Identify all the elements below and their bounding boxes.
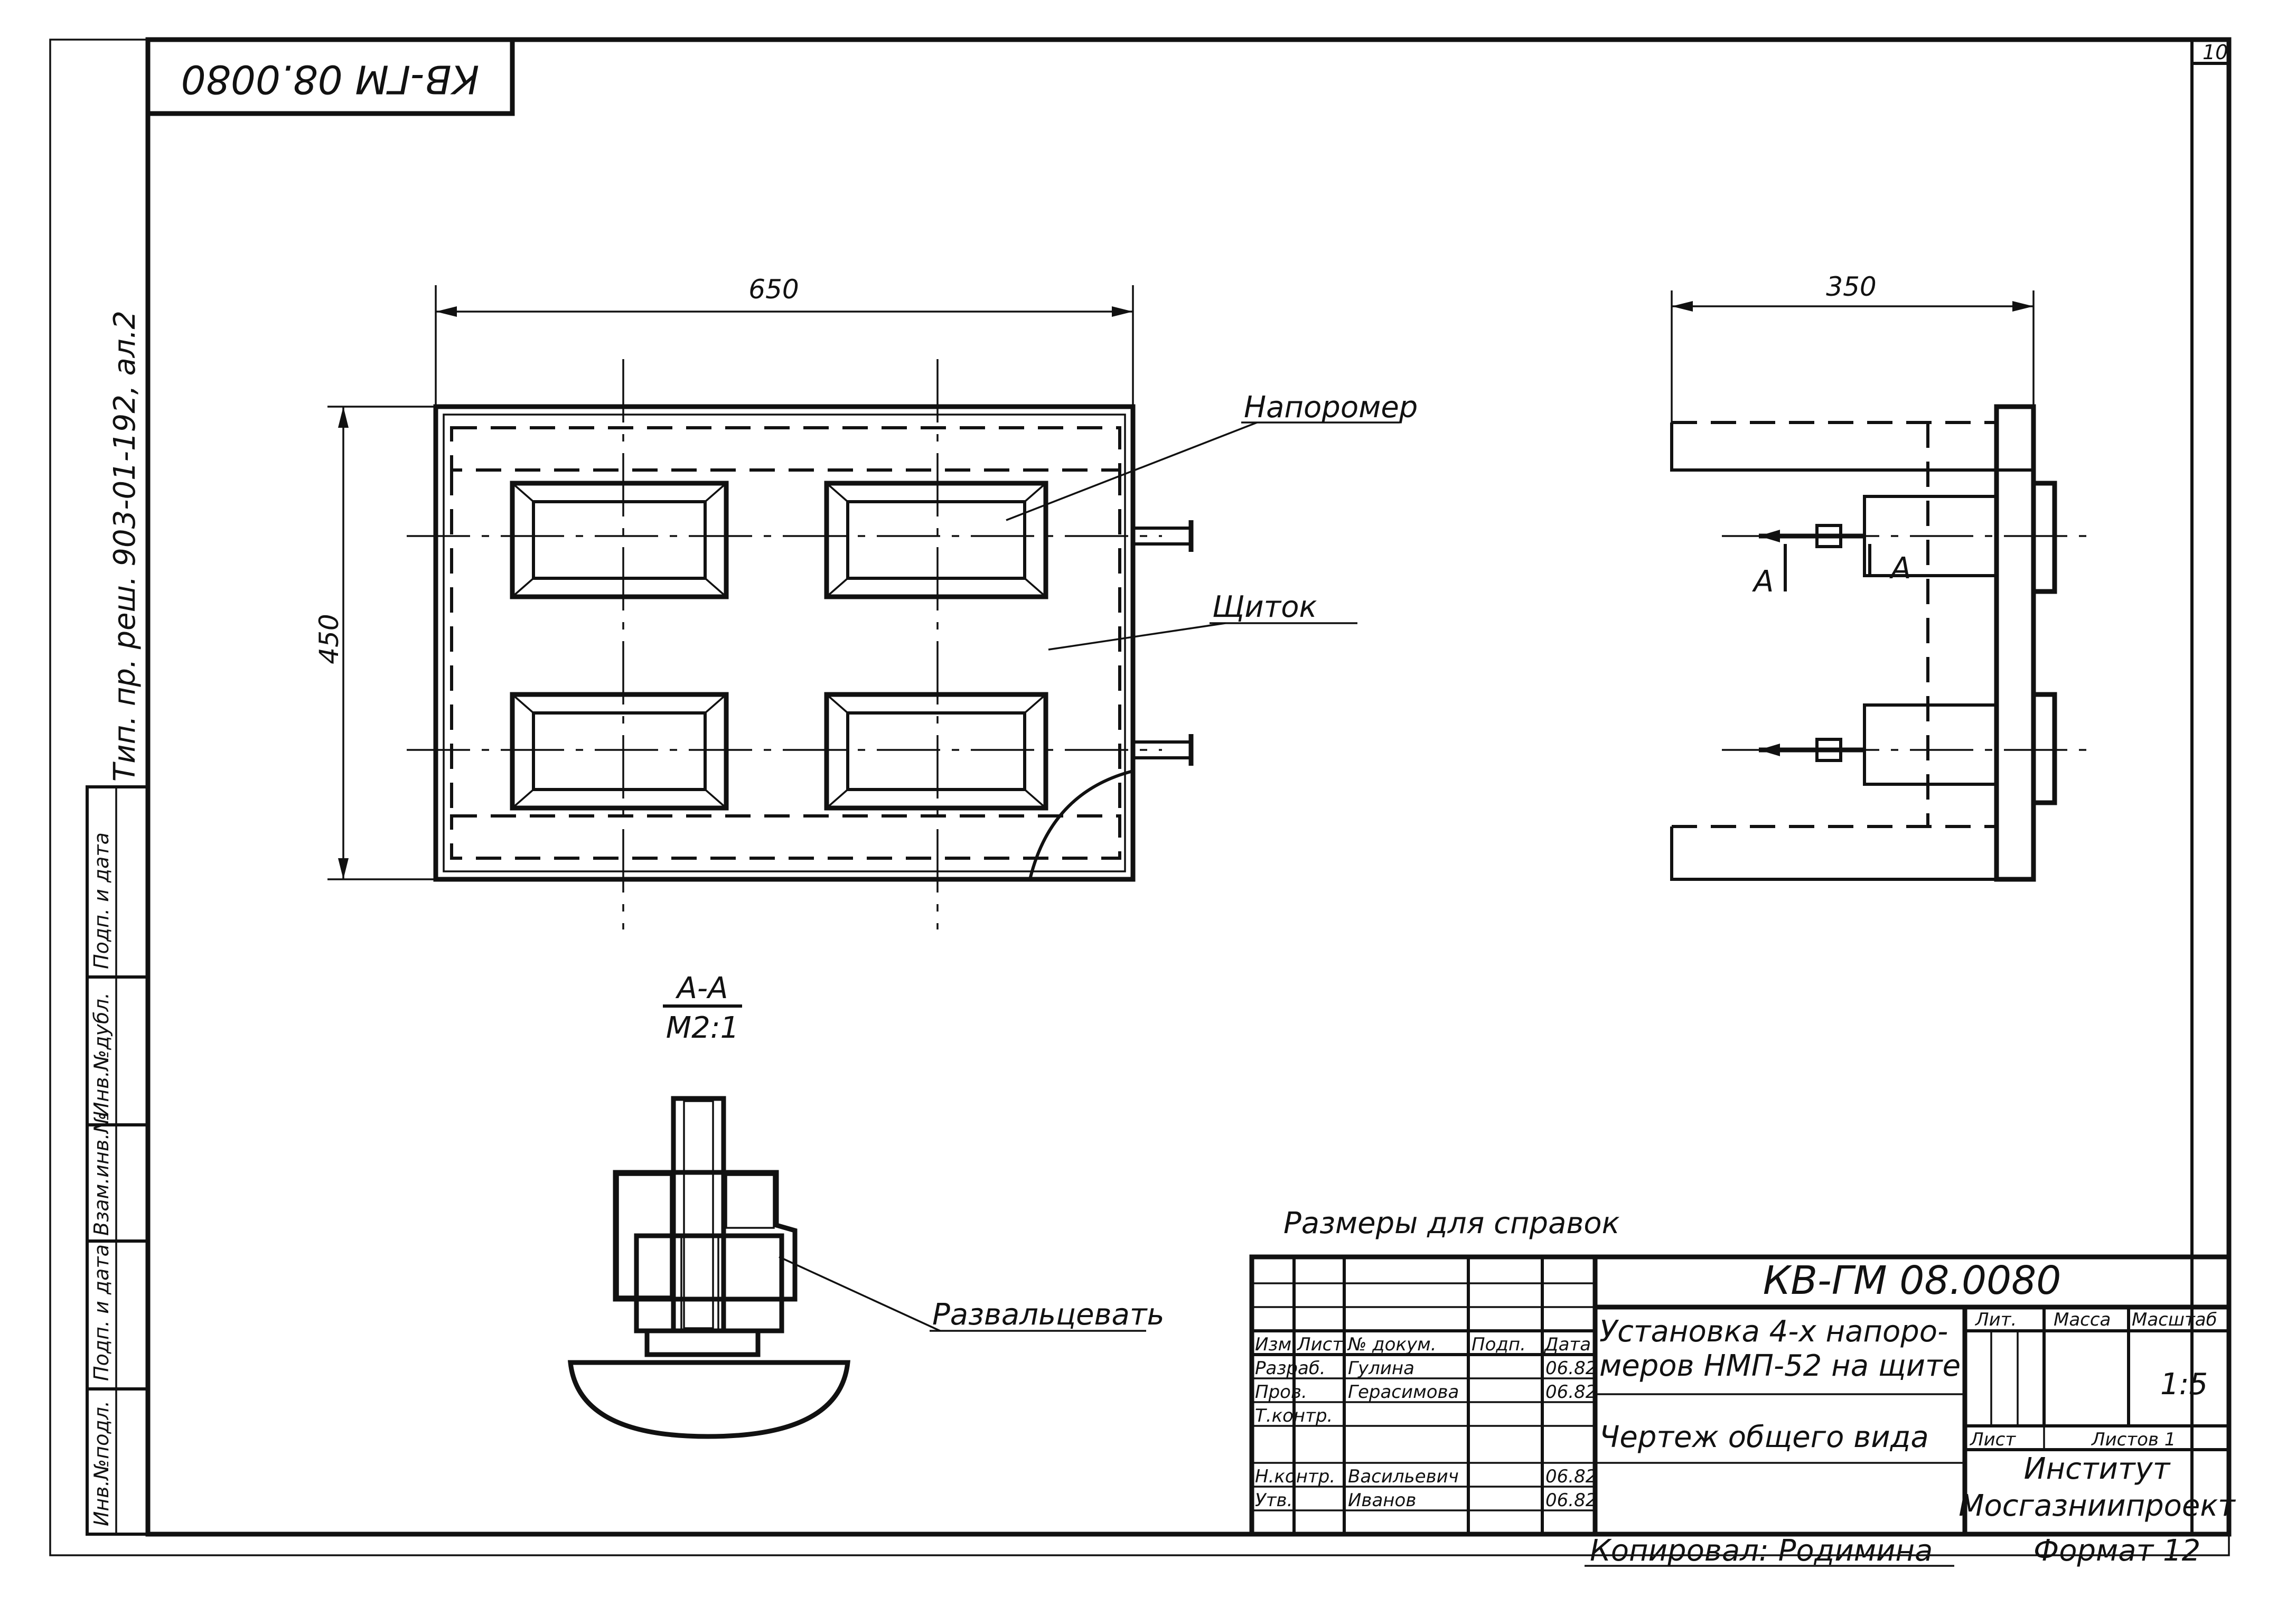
tb-col-izm: Изм. [1255,1334,1297,1355]
dim-width: 650 [748,274,799,305]
margin-label-2: Взам.инв.№ [90,1112,113,1236]
margin-label-4: Подп. и дата [90,832,113,969]
margin-label-1: Подп. и дата [90,1244,113,1381]
tb-date-4: 06.82 [1545,1490,1597,1511]
sheet-number: 10 [2203,41,2228,64]
tb-org-1: Институт [2024,1452,2171,1486]
title-block: Изм. Лист № докум. Подп. Дата Разраб. Гу… [1249,1254,2236,1537]
tb-date-0: 06.82 [1545,1358,1597,1379]
tb-role-3: Н.контр. [1255,1466,1335,1487]
callout-flare: Развальцевать [932,1298,1165,1332]
mirrored-stamp-box [145,37,515,116]
section-letter-right: А [1889,551,1911,586]
margin-label-3: Инв.№дубл. [90,992,113,1117]
sheet-number-box [2190,38,2231,65]
tb-name-1: Герасимова [1348,1382,1459,1403]
inner-frame [145,37,2232,1537]
tb-col-date: Дата [1543,1334,1591,1355]
footer-format: Формат 12 [2033,1534,2200,1568]
tb-scale-value: 1:5 [2160,1367,2208,1402]
mirrored-stamp-code: КВ-ГМ 08.0080 [181,56,480,101]
tb-sheet: Лист [1969,1429,2016,1450]
tb-sheets: Листов 1 [2091,1429,2176,1450]
section-title: А-А [676,971,728,1006]
gauge-top-left [510,481,729,599]
tb-doc-code: КВ-ГМ 08.0080 [1763,1258,2061,1303]
section-letter-left: А [1752,565,1774,599]
tb-title-1: Установка 4-х напоро- [1599,1314,1948,1349]
tb-col-doc: № докум. [1347,1334,1437,1355]
reference-note: Размеры для справок [1283,1206,1620,1241]
tb-col-list: Лист [1296,1334,1343,1355]
tb-date-1: 06.82 [1545,1382,1597,1403]
tb-lit: Лит. [1974,1309,2017,1330]
leader-flare [779,1256,941,1332]
tb-org-2: Мосгазниипроект [1958,1489,2236,1523]
gauge-bottom-right [824,692,1048,811]
tb-name-4: Иванов [1348,1490,1416,1511]
tb-name-3: Васильевич [1348,1466,1459,1487]
side-view: А А 350 [1670,271,2092,882]
tb-scale-header: Масштаб [2132,1309,2217,1330]
tb-date-3: 06.82 [1545,1466,1597,1487]
margin-label-0: Инв.№подл. [90,1401,113,1526]
front-view: 650 450 Напоромер Щиток [314,274,1418,929]
gauge-top-right [824,481,1048,599]
callout-gauge: Напоромер [1244,390,1418,425]
panel-outline [433,404,1136,882]
side-panel-plate [1994,404,2036,882]
tb-role-1: Пров. [1255,1382,1307,1403]
tb-mass: Масса [2054,1309,2111,1330]
tb-subtitle: Чертеж общего вида [1599,1420,1929,1454]
tb-col-sign: Подп. [1472,1334,1526,1355]
section-view: А-А М2:1 Развальцевать [567,971,1165,1439]
tb-role-2: Т.контр. [1255,1405,1333,1426]
section-scale: М2:1 [666,1011,739,1045]
callout-panel: Щиток [1212,590,1317,624]
left-margin-table [86,785,149,1536]
tb-role-4: Утв. [1255,1490,1292,1511]
leader-gauge [1006,421,1258,521]
side-reference: Тип. пр. реш. 903-01-192, ал.2 [108,311,142,782]
dim-height: 450 [314,614,344,664]
dim-depth: 350 [1826,271,1876,302]
leader-panel [1048,622,1226,651]
tb-name-0: Гулина [1348,1358,1414,1379]
tb-role-0: Разраб. [1255,1358,1326,1379]
gauge-bottom-left [510,692,729,811]
tb-title-2: меров НМП-52 на щите [1599,1349,1961,1383]
footer-copied-by: Копировал: Родимина [1590,1534,1933,1568]
